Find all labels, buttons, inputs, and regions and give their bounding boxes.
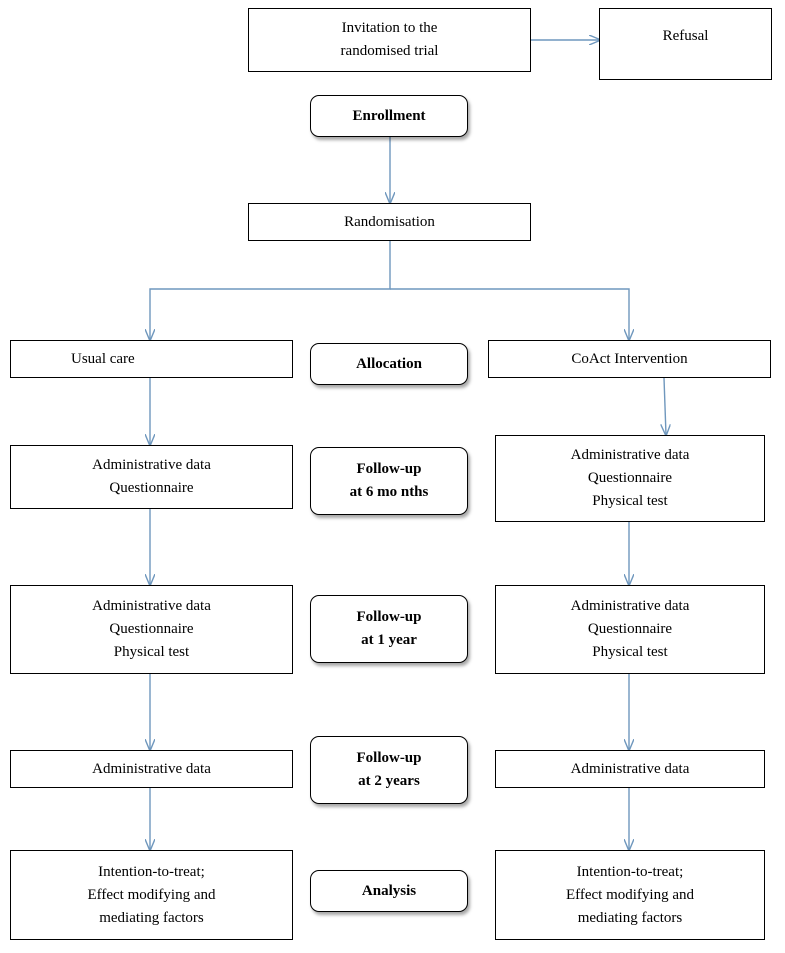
right-1y-line-3: Physical test [592, 644, 668, 660]
followup-6m-label: Follow-up at 6 mo nths [310, 447, 468, 515]
left-1y-line-3: Physical test [113, 644, 190, 660]
invitation-line-2: randomised trial [340, 43, 439, 59]
right-2y-box: Administrative data [495, 750, 765, 788]
left-6m-line-1: Administrative data [92, 457, 211, 473]
left-analysis-box: Intention-to-treat; Effect modifying and m… [10, 850, 293, 940]
right-1y-line-1: Administrative data [570, 598, 690, 614]
arrow-randomisation-usual-care [150, 241, 391, 340]
left-2y-box: Administrative data [10, 750, 293, 788]
randomisation-box: Randomisation [248, 203, 531, 241]
followup-2y-line-1: Follow-up [356, 750, 422, 766]
arrow-randomisation-coact [390, 288, 629, 340]
followup-1y-label: Follow-up at 1 year [310, 595, 468, 663]
enrollment-label: Enrollment [310, 95, 468, 137]
allocation-label: Allocation [310, 343, 468, 385]
left-analysis-line-2: Effect modifying and [87, 886, 216, 903]
left-2y-label: Administrative data [92, 760, 211, 777]
right-analysis-line-1: Intention-to-treat; [576, 863, 684, 880]
followup-2y-line-2: at 2 years [358, 773, 420, 789]
left-analysis-line-3: mediating factors [99, 909, 204, 926]
analysis-label: Analysis [310, 870, 468, 912]
invitation-line-1: Invitation to the [341, 20, 438, 36]
coact-label: CoAct Intervention [571, 350, 688, 367]
invitation-box: Invitation to the randomised trial [248, 8, 531, 72]
enrollment-text: Enrollment [352, 107, 426, 124]
followup-2y-label: Follow-up at 2 years [310, 736, 468, 804]
followup-1y-line-2: at 1 year [361, 632, 417, 648]
right-analysis-box: Intention-to-treat; Effect modifying and m… [495, 850, 765, 940]
right-1y-line-2: Questionnaire [587, 621, 673, 637]
refusal-box: Refusal [599, 8, 772, 80]
left-6m-line-2: Questionnaire [109, 480, 194, 496]
analysis-text: Analysis [361, 882, 417, 899]
followup-6m-line-1: Follow-up [356, 461, 422, 477]
arrow-coact-right-6m [664, 377, 666, 435]
coact-box: CoAct Intervention [488, 340, 771, 378]
right-analysis-line-3: mediating factors [577, 909, 683, 926]
right-6m-line-3: Physical test [592, 493, 668, 509]
left-1y-line-1: Administrative data [92, 598, 211, 614]
usual-care-box: Usual care [10, 340, 293, 378]
right-6m-line-2: Questionnaire [587, 470, 673, 486]
refusal-label: Refusal [662, 28, 709, 44]
allocation-text: Allocation [356, 355, 422, 372]
followup-6m-line-2: at 6 mo nths [349, 484, 429, 500]
randomisation-label: Randomisation [344, 213, 435, 230]
left-analysis-line-1: Intention-to-treat; [98, 863, 205, 880]
usual-care-label: Usual care [71, 350, 135, 367]
left-1y-line-2: Questionnaire [109, 621, 194, 637]
right-2y-label: Administrative data [570, 760, 690, 777]
followup-1y-line-1: Follow-up [356, 609, 422, 625]
right-analysis-line-2: Effect modifying and [565, 886, 695, 903]
right-6m-line-1: Administrative data [570, 447, 690, 463]
